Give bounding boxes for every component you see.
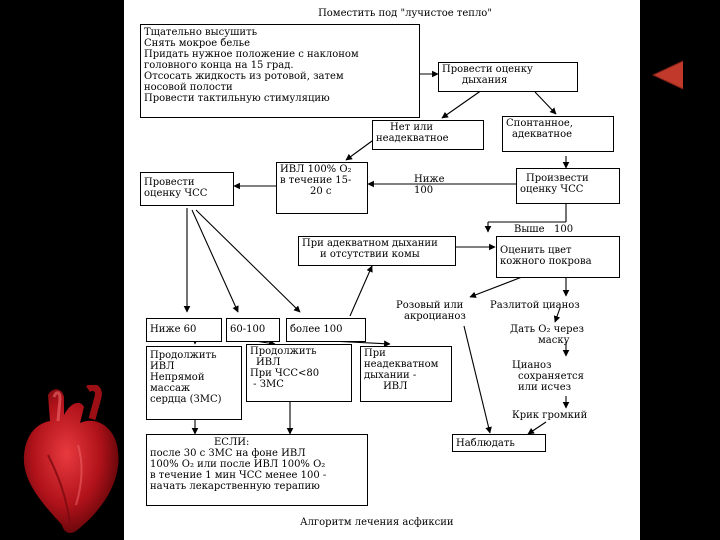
text-line: в течение 1 мин ЧСС менее 100 - (150, 470, 327, 481)
step-line: Тщательно высушить (144, 27, 258, 38)
text-line: Оценить цвет (500, 245, 572, 256)
step-line: носовой полости (144, 82, 233, 93)
if-note-box: ЕСЛИ: после 30 с ЗМС на фоне ИВЛ 100% O₂… (146, 434, 368, 506)
text-line: 20 с (310, 186, 332, 197)
text-line: При адекватном дыхании (302, 238, 438, 249)
hr-below-60-box: Ниже 60 (146, 318, 222, 342)
assess-breathing-box: Провести оценку дыхания (438, 62, 578, 92)
inadequate-ivl-box: При неадекватном дыхании - ИВЛ (360, 346, 452, 402)
diagram-caption: Алгоритм лечения асфиксии (300, 517, 454, 528)
continue-ivl-massage-box: Продолжить ИВЛ Непрямой массаж сердца (З… (146, 346, 242, 420)
text-line: или исчез (518, 382, 572, 393)
text-line: Продолжить (150, 350, 217, 361)
text-line: ИВЛ (150, 361, 175, 372)
step-line: Отсосать жидкость из ротовой, затем (144, 71, 344, 82)
text-line: Ниже (414, 174, 445, 185)
adequate-breathing-box: При адекватном дыхании и отсутствии комы (298, 236, 456, 266)
text-line: Ниже 60 (150, 324, 197, 335)
assess-hr-left-box: Провести оценку ЧСС (140, 172, 234, 206)
text-line: сердца (ЗМС) (150, 394, 222, 405)
text-line: дыхании - (364, 370, 417, 381)
text-line: Спонтанное, (506, 118, 573, 129)
below-100-label: Ниже 100 (414, 174, 445, 196)
text-line: оценку ЧСС (520, 184, 584, 195)
text-line: неадекватном (364, 359, 439, 370)
text-line: неадекватное (376, 133, 449, 144)
text-line: акроцианоз (404, 311, 466, 322)
text-line: Нет или (390, 122, 434, 133)
text-line: Непрямой (150, 372, 205, 383)
hr-above-100-box: более 100 (286, 318, 366, 342)
text-line: ИВЛ 100% O₂ (280, 164, 352, 175)
text-line: 100 (414, 185, 434, 196)
text-line: после 30 с ЗМС на фоне ИВЛ (150, 448, 306, 459)
observe-box: Наблюдать (452, 434, 546, 452)
above-100-label: Выше 100 (514, 224, 574, 235)
text-line: дыхания (462, 75, 508, 86)
text-line: 60-100 (230, 324, 266, 335)
cyanosis-persists-label: Цианоз сохраняется или исчез (512, 360, 584, 393)
text-line: более 100 (290, 324, 343, 335)
text-line: оценку ЧСС (144, 188, 208, 199)
loud-cry-label: Крик громкий (512, 410, 588, 421)
text-line: - ЗМС (250, 379, 284, 390)
hr-60-100-box: 60-100 (226, 318, 280, 342)
initial-steps-box: Тщательно высушить Снять мокрое белье Пр… (140, 24, 420, 118)
oxygen-mask-label: Дать O₂ через маску (510, 324, 584, 346)
text-line: 100% O₂ или после ИВЛ 100% O₂ (150, 459, 326, 470)
spontaneous-box: Спонтанное, адекватное (502, 116, 614, 152)
text-line: При ЧСС<80 (250, 368, 320, 379)
text-line: начать лекарственную терапию (150, 481, 320, 492)
text-line: Провести (144, 177, 195, 188)
diffuse-cyanosis-label: Разлитой цианоз (490, 300, 580, 311)
text-line: ИВЛ (256, 357, 281, 368)
text-line: маску (538, 335, 570, 346)
step-line: Придать нужное положение с наклоном (144, 49, 359, 60)
text-line: Провести оценку (442, 64, 533, 75)
no-breathing-box: Нет или неадекватное (372, 120, 484, 150)
text-line: ЕСЛИ: (214, 437, 250, 448)
text-line: в течение 15- (280, 175, 352, 186)
text-line: Произвести (526, 173, 589, 184)
step-line: Снять мокрое белье (144, 38, 251, 49)
text-line: ИВЛ (364, 381, 408, 392)
text-line: адекватное (512, 129, 573, 140)
text-line: кожного покрова (500, 256, 592, 267)
text-line: и отсутствии комы (320, 249, 420, 260)
text-line: При (364, 348, 386, 359)
continue-ivl-box: Продолжить ИВЛ При ЧСС<80 - ЗМС (246, 344, 352, 402)
step-line: Провести тактильную стимуляцию (144, 93, 330, 104)
skin-color-box: Оценить цвет кожного покрова (496, 236, 620, 278)
ivl-box: ИВЛ 100% O₂ в течение 15- 20 с (276, 162, 368, 214)
heart-illustration (23, 385, 119, 533)
pink-label: Розовый или акроцианоз (396, 300, 466, 322)
text-line: Цианоз (512, 360, 552, 371)
text-line: Продолжить (250, 346, 317, 357)
step-line: головного конца на 15 град. (144, 60, 294, 71)
diagram-title: Поместить под "лучистое тепло" (318, 8, 492, 19)
text-line: Наблюдать (456, 438, 515, 449)
text-line: массаж (150, 383, 191, 394)
text-line: Розовый или (396, 300, 464, 311)
back-arrow-icon[interactable] (651, 59, 685, 91)
text-line: Дать O₂ через (510, 324, 584, 335)
text-line: сохраняется (518, 371, 584, 382)
assess-hr-right-box: Произвести оценку ЧСС (516, 168, 620, 204)
